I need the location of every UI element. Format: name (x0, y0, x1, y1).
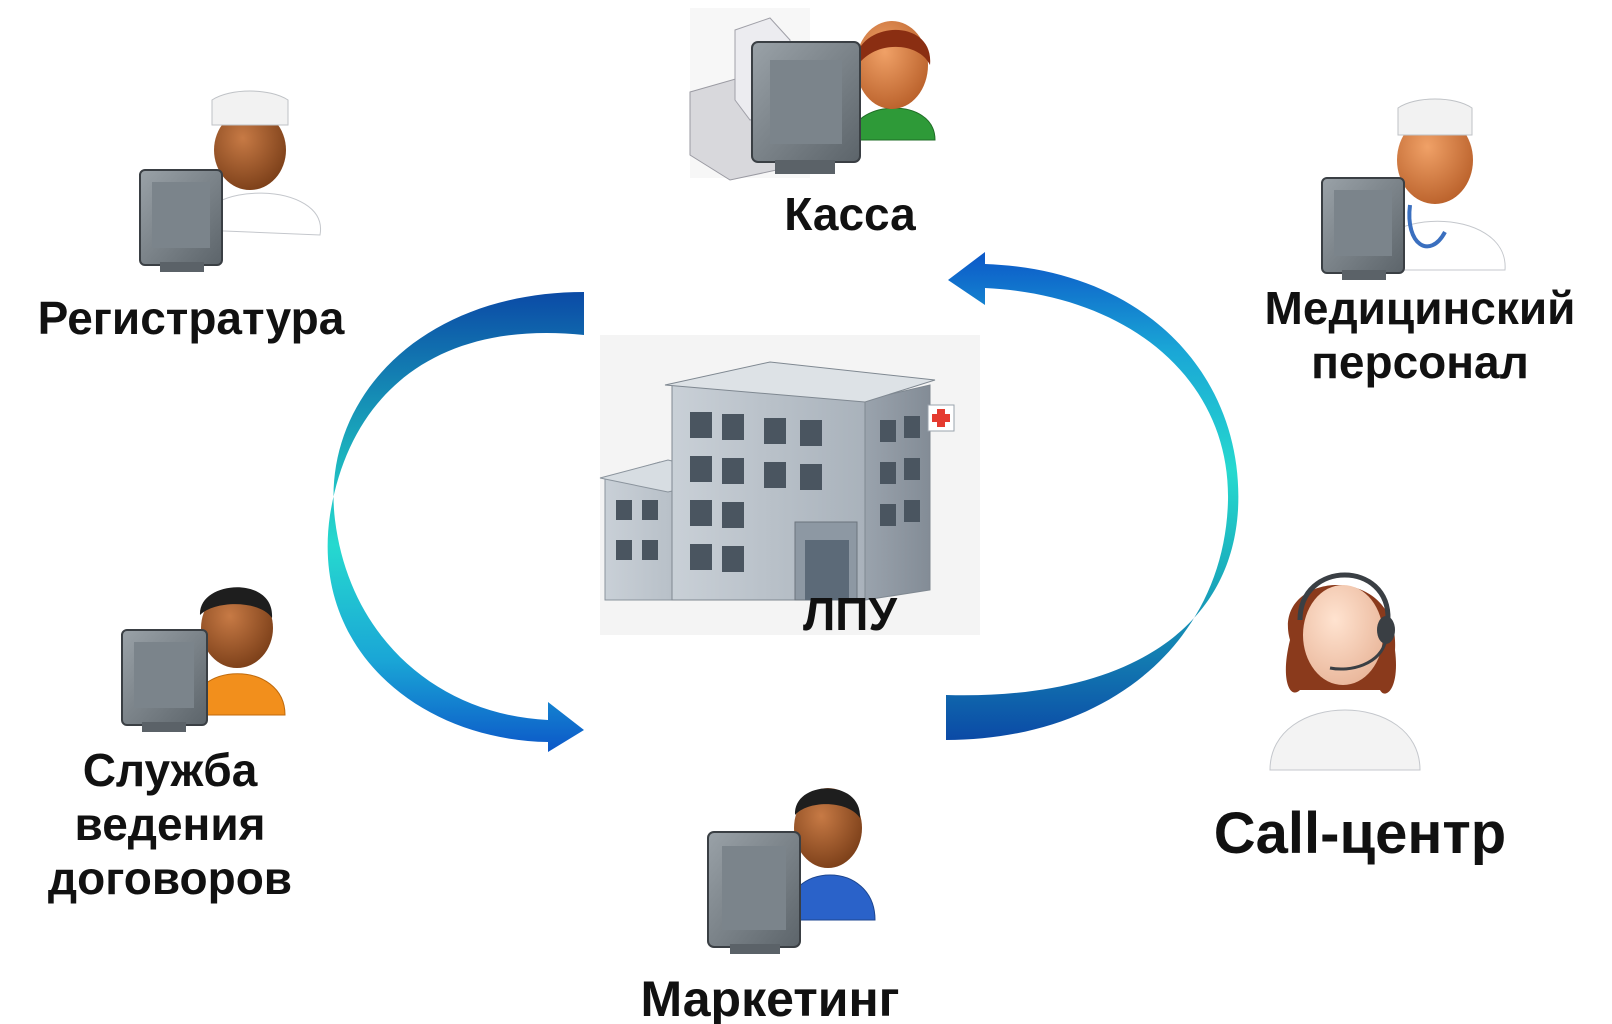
node-kassa-label: Касса (784, 188, 916, 240)
cycle-arrow-left (327, 292, 584, 752)
registratura-nurse-icon (139, 90, 321, 272)
node-registratura-label: Регистратура (37, 292, 345, 344)
hospital-building-icon (599, 335, 980, 635)
kassa-cashier-icon (689, 8, 936, 181)
node-medical-line-1: Медицинский (1264, 282, 1576, 334)
node-contracts-label: Служба ведения договоров (10, 744, 330, 905)
node-medical-label: Медицинский персонал (1240, 282, 1600, 390)
center-label: ЛПУ (803, 588, 897, 640)
call-center-operator-icon (1269, 572, 1421, 771)
node-contracts-line-3: договоров (47, 851, 293, 904)
medical-staff-doctor-icon (1321, 98, 1506, 280)
node-marketing-label: Маркетинг (640, 971, 900, 1024)
node-contracts-line-1: Служба (82, 744, 258, 796)
marketing-manager-icon (707, 788, 876, 954)
node-contracts-line-2: ведения (74, 797, 266, 850)
node-medical-line-2: персонал (1311, 335, 1529, 388)
cycle-arrow-right (946, 252, 1239, 740)
contracts-clerk-icon (121, 587, 286, 732)
node-callcenter-label: Call-центр (1213, 801, 1507, 866)
